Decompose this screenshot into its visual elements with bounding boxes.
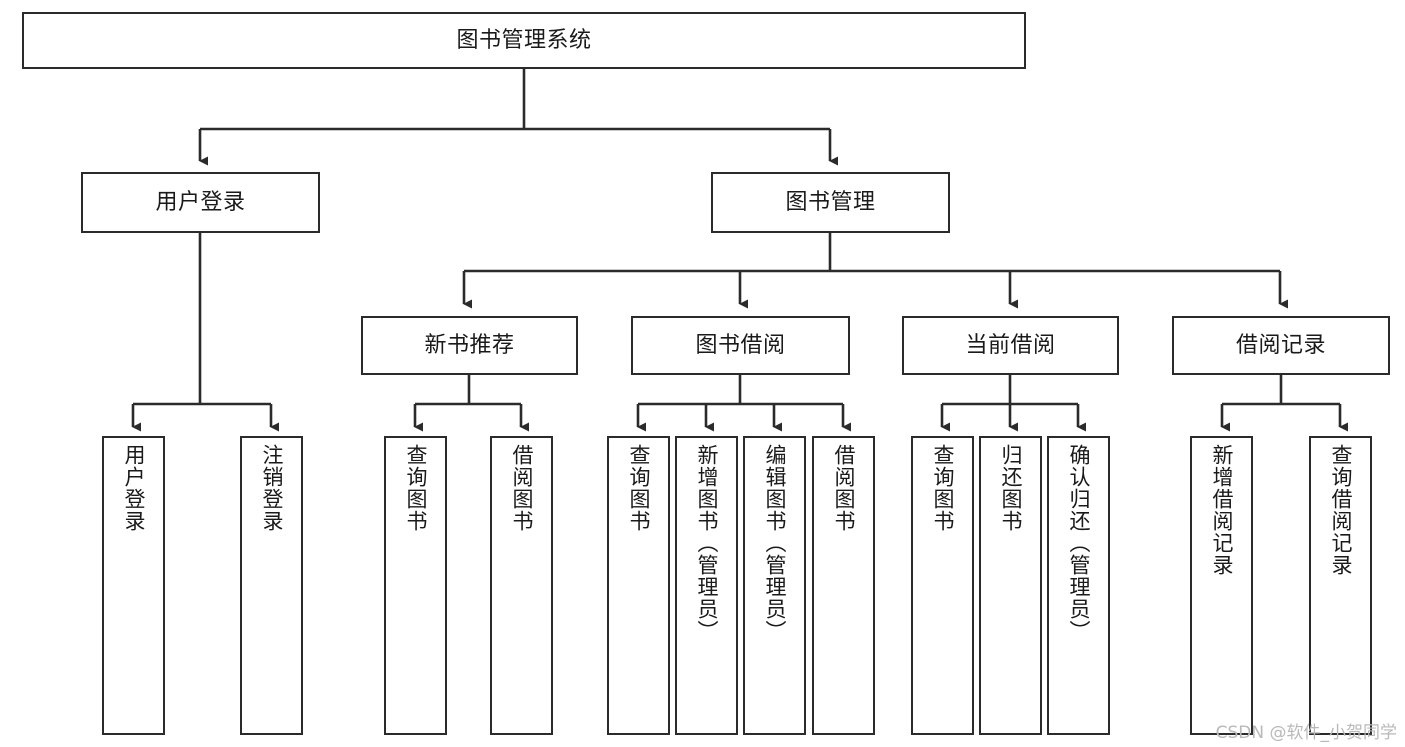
leaf-query-book-current[interactable]: 查询图书 — [911, 436, 974, 735]
leaf-confirm-return-admin[interactable]: 确认归还（管理员） — [1047, 436, 1110, 735]
node-label: 注销登录 — [260, 444, 284, 532]
node-label: 当前借阅 — [965, 332, 1056, 358]
watermark-csdn: CSDN @软件_小贺同学 — [1215, 723, 1397, 743]
node-label: 新书推荐 — [424, 332, 515, 358]
node-label: 确认归还（管理员） — [1067, 444, 1091, 642]
leaf-user-login[interactable]: 用户登录 — [102, 436, 165, 735]
node-borrow-record[interactable]: 借阅记录 — [1172, 316, 1390, 375]
node-label: 归还图书 — [999, 444, 1023, 532]
node-label: 查询图书 — [931, 444, 955, 532]
node-label: 查询图书 — [627, 444, 651, 532]
leaf-query-borrow-record[interactable]: 查询借阅记录 — [1309, 436, 1372, 735]
leaf-query-book-borrow[interactable]: 查询图书 — [607, 436, 670, 735]
node-label: 查询图书 — [404, 444, 428, 532]
leaf-query-book-recommend[interactable]: 查询图书 — [384, 436, 447, 735]
node-label: 用户登录 — [122, 444, 146, 532]
node-label: 新增借阅记录 — [1210, 444, 1234, 576]
node-label: 查询借阅记录 — [1329, 444, 1353, 576]
leaf-logout[interactable]: 注销登录 — [240, 436, 303, 735]
node-current-borrow[interactable]: 当前借阅 — [902, 316, 1119, 375]
node-label: 用户登录 — [155, 189, 246, 215]
node-label: 图书管理系统 — [456, 27, 592, 53]
node-new-book-recommend[interactable]: 新书推荐 — [361, 316, 578, 375]
node-root-book-management-system[interactable]: 图书管理系统 — [22, 12, 1026, 69]
node-label: 图书借阅 — [695, 332, 786, 358]
node-book-borrow[interactable]: 图书借阅 — [631, 316, 850, 375]
node-label: 借阅记录 — [1235, 332, 1326, 358]
node-label: 借阅图书 — [510, 444, 534, 532]
leaf-edit-book-admin[interactable]: 编辑图书（管理员） — [743, 436, 806, 735]
leaf-add-borrow-record[interactable]: 新增借阅记录 — [1190, 436, 1253, 735]
node-label: 借阅图书 — [832, 444, 856, 532]
leaf-add-book-admin[interactable]: 新增图书（管理员） — [675, 436, 738, 735]
node-label: 编辑图书（管理员） — [763, 444, 787, 642]
leaf-return-book[interactable]: 归还图书 — [979, 436, 1042, 735]
node-book-management[interactable]: 图书管理 — [711, 172, 950, 233]
node-label: 新增图书（管理员） — [695, 444, 719, 642]
leaf-borrow-book[interactable]: 借阅图书 — [812, 436, 875, 735]
node-label: 图书管理 — [785, 189, 876, 215]
leaf-borrow-book-recommend[interactable]: 借阅图书 — [490, 436, 553, 735]
node-user-login[interactable]: 用户登录 — [81, 172, 320, 233]
